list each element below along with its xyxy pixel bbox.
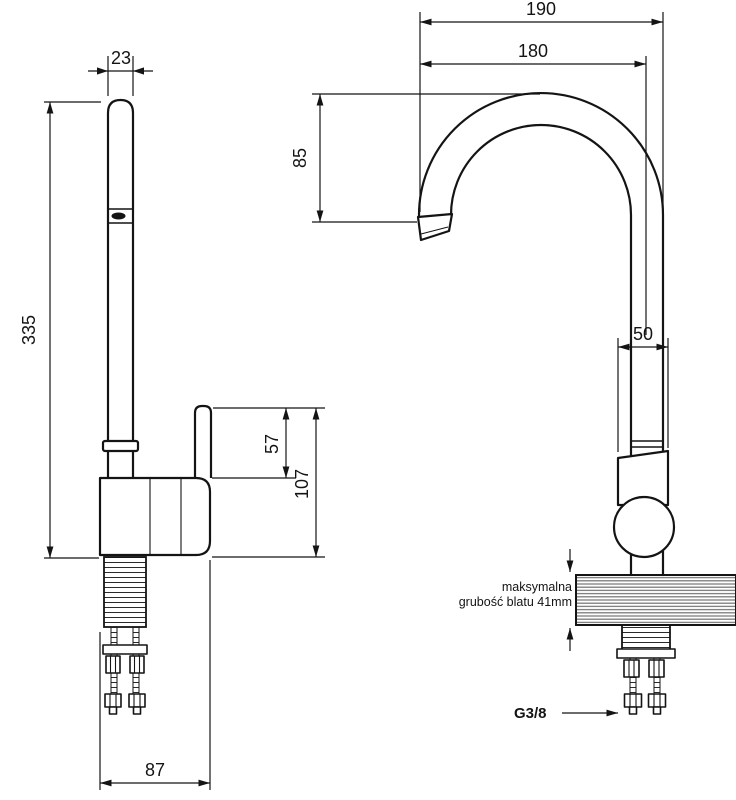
front-view: 190 180 85 50 maksymalna grubość blatu 4…: [290, 0, 736, 722]
side-faucet-outline: [98, 98, 213, 715]
front-gooseneck-outer: [417, 91, 665, 577]
dim-spout-drop: 85: [290, 93, 540, 223]
front-stud-tip: [652, 706, 662, 715]
side-aerator-outlet: [111, 212, 126, 220]
front-hex-nut: [647, 693, 667, 708]
counter-note-line1: maksymalna: [502, 580, 572, 594]
dim-lever-height-label: 57: [262, 434, 282, 454]
countertop: [575, 574, 736, 626]
dim-overall-width: 190: [419, 0, 664, 212]
side-collar: [101, 439, 140, 453]
front-gooseneck-inner: [449, 123, 633, 577]
counter-note-line2: grubość blatu 41mm: [459, 595, 572, 609]
front-stud-tip: [628, 706, 638, 715]
dim-total-height-label: 335: [19, 315, 39, 345]
dim-spout-reach: 180: [420, 41, 647, 335]
dim-overall-width-label: 190: [526, 0, 556, 19]
front-nut: [648, 659, 665, 678]
front-washer: [616, 648, 676, 659]
dim-spout-drop-label: 85: [290, 148, 310, 168]
front-threaded-shank: [621, 624, 671, 652]
dim-spout-width-label: 23: [111, 48, 131, 68]
side-nut: [105, 655, 121, 674]
side-lever-handle: [193, 404, 213, 478]
front-handle-knob: [612, 495, 676, 559]
front-nut: [623, 659, 640, 678]
side-threaded-shank: [103, 556, 147, 628]
dim-body-width-label: 50: [633, 324, 653, 344]
dim-body-width: 50: [617, 324, 669, 452]
front-faucet-outline: [416, 91, 736, 715]
dim-base-width-label: 87: [145, 760, 165, 780]
dim-body-height: 107: [212, 408, 325, 558]
dim-lever-height: 57: [212, 407, 325, 479]
dim-base-width: 87: [99, 560, 211, 790]
front-aerator-line: [420, 226, 449, 235]
thread-callout: G3/8: [514, 705, 618, 722]
front-lever-handle: [616, 449, 670, 507]
side-washer: [102, 644, 148, 655]
side-hex-nut: [104, 693, 122, 708]
side-view: 23 335 57 107 87: [19, 48, 325, 790]
side-nut: [129, 655, 145, 674]
dim-spout-width: 23: [88, 48, 153, 96]
side-stud-tip: [108, 706, 118, 715]
side-stud-tip: [132, 706, 142, 715]
side-body: [98, 476, 212, 557]
counter-thickness-note: maksymalna grubość blatu 41mm: [459, 549, 574, 651]
side-hex-nut: [128, 693, 146, 708]
side-spout-pipe: [106, 98, 135, 480]
dim-spout-reach-label: 180: [518, 41, 548, 61]
dim-body-height-label: 107: [292, 469, 312, 499]
thread-size-label: G3/8: [514, 705, 547, 722]
front-hex-nut: [623, 693, 643, 708]
front-spout-aerator: [416, 212, 454, 242]
dim-total-height: 335: [19, 101, 101, 559]
